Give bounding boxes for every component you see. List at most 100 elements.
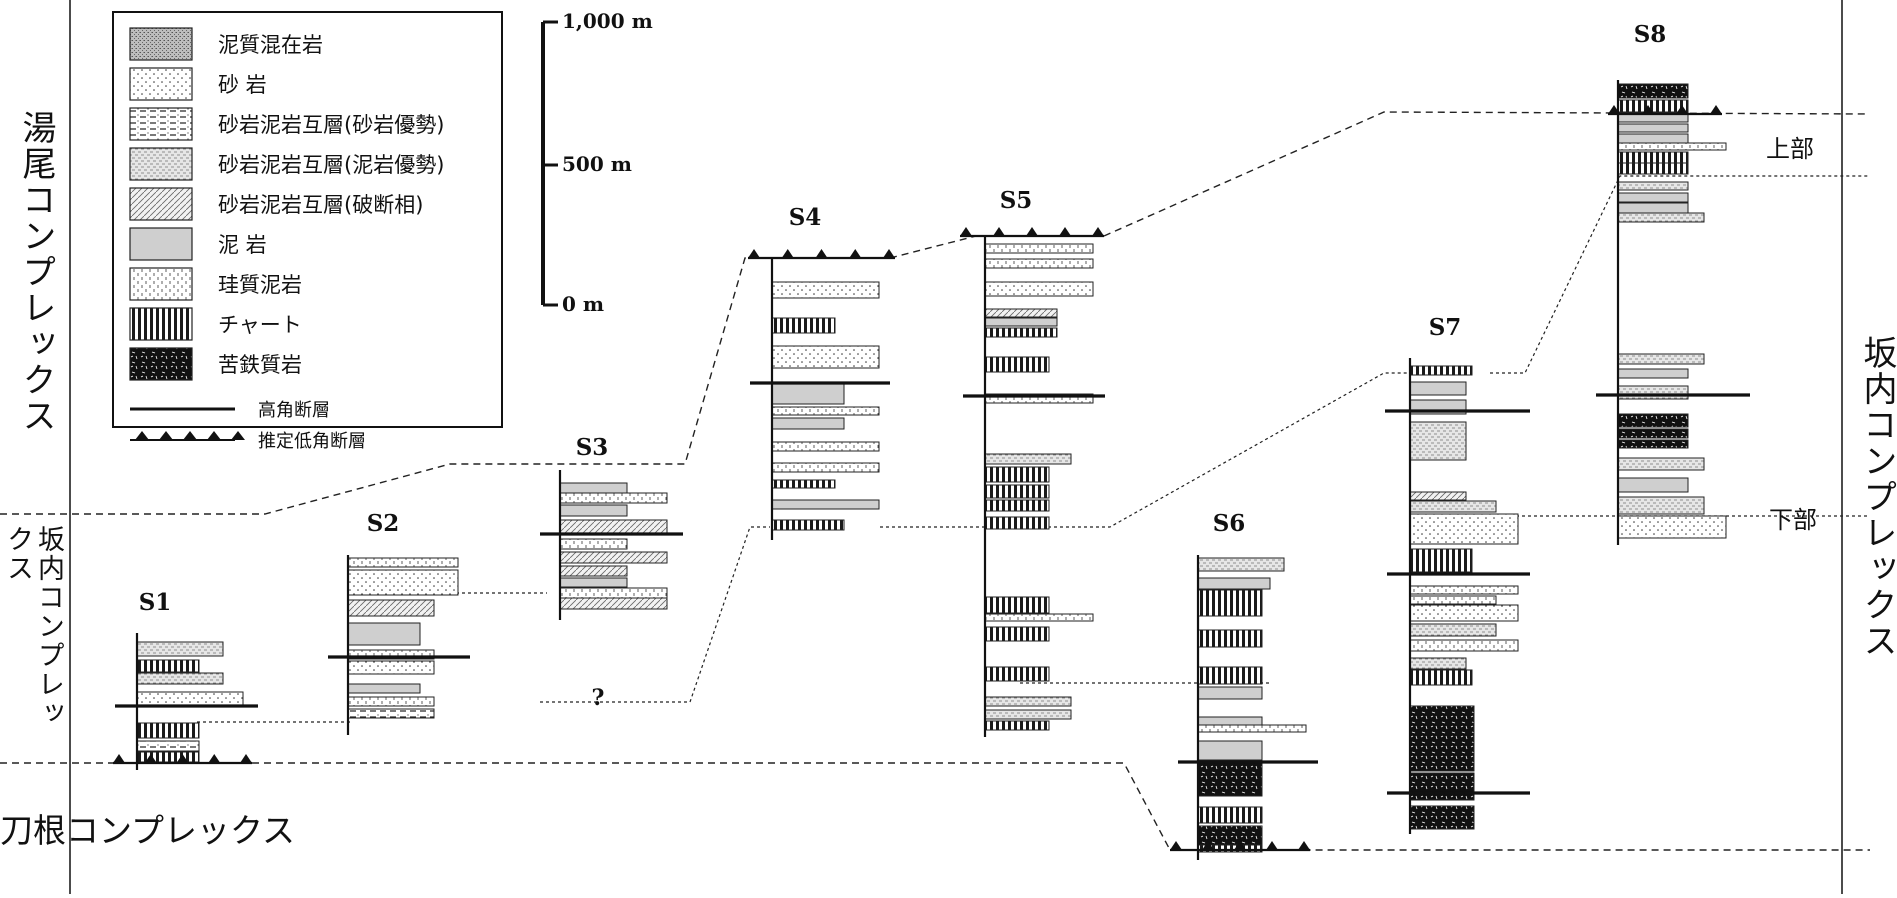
bed-mudstone [1617,192,1689,203]
tone-complex-label: 刀根コンプレックス [0,811,296,850]
bed-alt-mud [1409,421,1467,461]
thrust-tooth-icon [1170,841,1182,850]
section-label-s2: S2 [367,510,400,537]
legend-swatch-chert [129,307,193,341]
thrust-tooth-icon [781,249,794,258]
bed-siliceous [984,243,1094,254]
upper-label: 上部 [1766,135,1814,163]
bed-chert [1197,589,1263,617]
bed-siliceous [559,492,668,504]
legend-swatch-mudstone [129,227,193,261]
bed-siliceous [771,441,880,452]
thrust-tooth-icon [113,754,125,763]
thrust-tooth-icon [815,249,828,258]
bed-mudstone [347,683,421,694]
bed-chert [1617,162,1689,175]
sakauchi-complex-label-left: 坂内コンプレックス [2,525,64,728]
bed-siliceous [1409,585,1519,595]
legend-label-alt-broken: 砂岩泥岩互層(破断相) [218,193,423,217]
bed-basalt [1197,761,1263,797]
bed-chert [1617,151,1689,164]
legend-swatch-basalt [129,347,193,381]
section-label-s7: S7 [1429,314,1462,341]
yuo-complex-label: 湯尾コンプレックス [16,110,56,434]
bed-chert [1409,669,1473,686]
thrust-tooth-icon [748,249,760,258]
bed-chert [1197,629,1263,648]
bed-mudstone [771,383,845,405]
lower-label: 下部 [1769,506,1817,534]
thrust-tooth-icon [1676,105,1688,114]
bed-siliceous [771,462,880,473]
bed-mudstone [559,482,628,494]
bed-sandstone [136,691,244,707]
legend-swatch-siliceous [129,267,193,301]
thrust-tooth-icon [1059,227,1071,236]
bed-alt-mud [136,672,224,685]
bed-siliceous [559,587,668,599]
bed-sandstone [1409,513,1519,545]
bed-alt-mud [984,696,1072,707]
column-s4 [748,249,895,540]
legend-swatch-alt-broken [129,187,193,221]
bed-siliceous [1409,639,1519,652]
scale-mid-label: 500 m [562,152,632,176]
thrust-tooth-icon [993,227,1005,236]
bed-mudstone [1617,123,1689,133]
bed-sandstone [1409,604,1519,622]
bed-mudstone [1617,133,1689,144]
column-s3 [540,470,683,620]
scale-bottom-label: 0 m [562,292,604,316]
bed-chert [1617,99,1689,113]
bed-siliceous [984,613,1094,622]
legend-swatch-sandstone [129,67,193,101]
bed-sandstone [1617,515,1727,539]
thrust-tooth-icon [1026,227,1038,236]
bed-alt-mud [1409,623,1497,637]
bed-mudstone [559,504,628,517]
bed-sandstone [347,660,435,675]
bed-alt-mud [136,641,224,657]
thrust-tooth-icon [183,431,197,440]
scale-bar: 1,000 m 500 m 0 m [541,9,653,316]
section-label-s8: S8 [1634,21,1667,48]
bed-basalt [1409,705,1475,772]
bed-siliceous [559,538,628,550]
bed-mudstone [771,417,845,430]
thrust-tooth-icon [144,754,157,763]
bed-siliceous [347,557,459,568]
bed-sandstone [347,569,459,596]
thrust-tooth-icon [135,431,149,440]
legend-label-siliceous: 珪質泥岩 [218,273,302,297]
bed-mudstone [347,622,421,646]
legend-swatch-alt-sand [129,107,193,141]
bed-alt-mud [1617,353,1705,365]
bed-chert [136,751,200,763]
bed-chert [1197,806,1263,824]
column-s6 [1170,555,1318,860]
bed-basalt [1617,428,1689,439]
bed-mudstone [1197,740,1263,761]
bed-alt-mud [1409,657,1467,670]
bed-chert [771,317,836,334]
bed-chert [984,499,1050,512]
bed-chert [136,659,200,673]
column-s1 [113,633,258,770]
thrust-tooth-icon [1234,841,1246,850]
bed-basalt [1617,439,1689,449]
bed-chert [1409,548,1473,573]
bed-siliceous [984,258,1094,269]
bed-basalt [1409,805,1475,830]
bed-alt-mud [1617,385,1689,400]
column-s2 [328,555,470,735]
legend-label-sandstone: 砂 岩 [218,73,267,97]
section-label-s1: S1 [139,589,172,616]
bed-chert [984,484,1050,499]
bed-alt-mud [1197,557,1285,572]
bed-alt-sand [136,740,200,752]
bed-siliceous [1197,724,1307,733]
thrust-tooth-icon [240,754,252,763]
legend-label-alt-mud: 砂岩泥岩互層(泥岩優勢) [218,153,444,177]
bed-chert [1197,666,1263,685]
